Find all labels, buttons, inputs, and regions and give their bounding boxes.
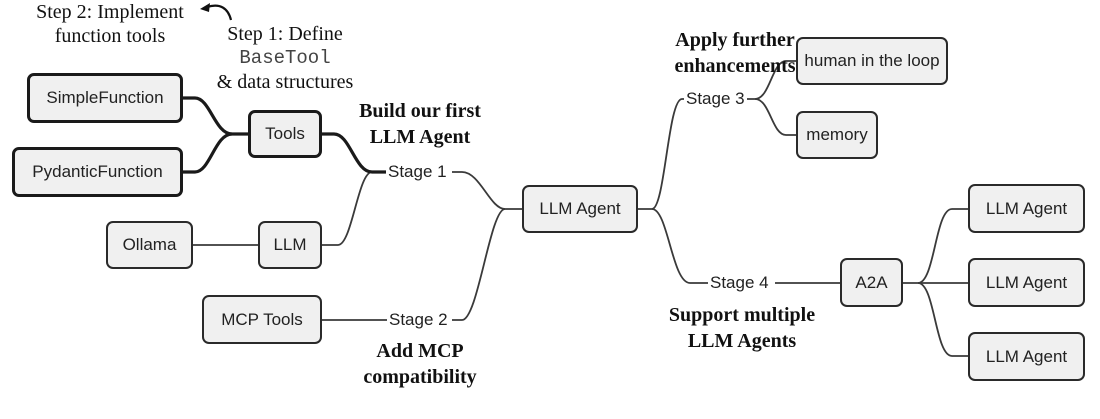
node-ollama[interactable]: Ollama — [106, 221, 193, 269]
node-a2a[interactable]: A2A — [840, 258, 903, 307]
edge-a2a-agent1 — [902, 208, 968, 284]
root-node-llm-agent[interactable]: LLM Agent — [522, 185, 638, 233]
edge-stage1-tools — [322, 132, 387, 174]
edge-root-stage4 — [651, 208, 710, 284]
step1-code: BaseTool — [239, 47, 331, 69]
node-pydantic-function[interactable]: PydanticFunction — [12, 147, 183, 197]
stage1-annotation: Build our first LLM Agent — [355, 98, 485, 150]
stage4-note-line2: LLM Agents — [687, 330, 797, 352]
stage4-note-line1: Support multiple — [668, 304, 816, 326]
stage3-note-line2: enhancements — [674, 55, 796, 77]
edge-tools-pydantic — [183, 132, 233, 174]
node-mcp-tools[interactable]: MCP Tools — [202, 295, 322, 344]
node-tools[interactable]: Tools — [248, 110, 322, 158]
edge-stage3-memory — [754, 98, 796, 136]
stage4-annotation: Support multiple LLM Agents — [657, 302, 827, 354]
stage2-annotation: Add MCP compatibility — [355, 338, 485, 390]
step1-line3: & data structures — [216, 71, 354, 93]
stage2-label[interactable]: Stage 2 — [387, 310, 450, 330]
node-agent-3[interactable]: LLM Agent — [968, 332, 1085, 381]
edge-stage1-llm — [321, 171, 387, 246]
node-simple-function[interactable]: SimpleFunction — [27, 73, 183, 123]
edge-root-stage2 — [452, 208, 506, 321]
stage3-note-line1: Apply further — [675, 29, 795, 51]
stage2-note-line2: compatibility — [363, 366, 477, 388]
stage4-label[interactable]: Stage 4 — [708, 273, 771, 293]
node-agent-2[interactable]: LLM Agent — [968, 258, 1085, 307]
step1-annotation: Step 1: Define BaseTool & data structure… — [200, 22, 370, 94]
edge-tools-simple — [183, 96, 248, 136]
stage3-label[interactable]: Stage 3 — [684, 89, 747, 109]
stage1-note-line2: LLM Agent — [369, 126, 471, 148]
step2-annotation: Step 2: Implement function tools — [20, 0, 200, 48]
stage1-note-line1: Build our first — [359, 100, 481, 122]
node-llm[interactable]: LLM — [258, 221, 322, 269]
node-agent-1[interactable]: LLM Agent — [968, 184, 1085, 233]
edge-root-stage1 — [452, 171, 522, 210]
step1-line1: Step 1: Define — [227, 23, 343, 45]
edge-a2a-agent3 — [917, 282, 968, 357]
stage1-label[interactable]: Stage 1 — [386, 162, 449, 182]
arrowhead-icon — [200, 3, 210, 12]
curved-arrow-icon — [206, 4, 233, 21]
stage2-note-line1: Add MCP — [376, 340, 464, 362]
node-memory[interactable]: memory — [796, 111, 878, 159]
step2-line1: Step 2: Implement — [36, 1, 184, 23]
stage3-annotation: Apply further enhancements — [660, 27, 810, 79]
node-human-in-the-loop[interactable]: human in the loop — [796, 37, 948, 85]
edge-root-stage3 — [638, 98, 686, 210]
step2-line2: function tools — [54, 25, 166, 47]
